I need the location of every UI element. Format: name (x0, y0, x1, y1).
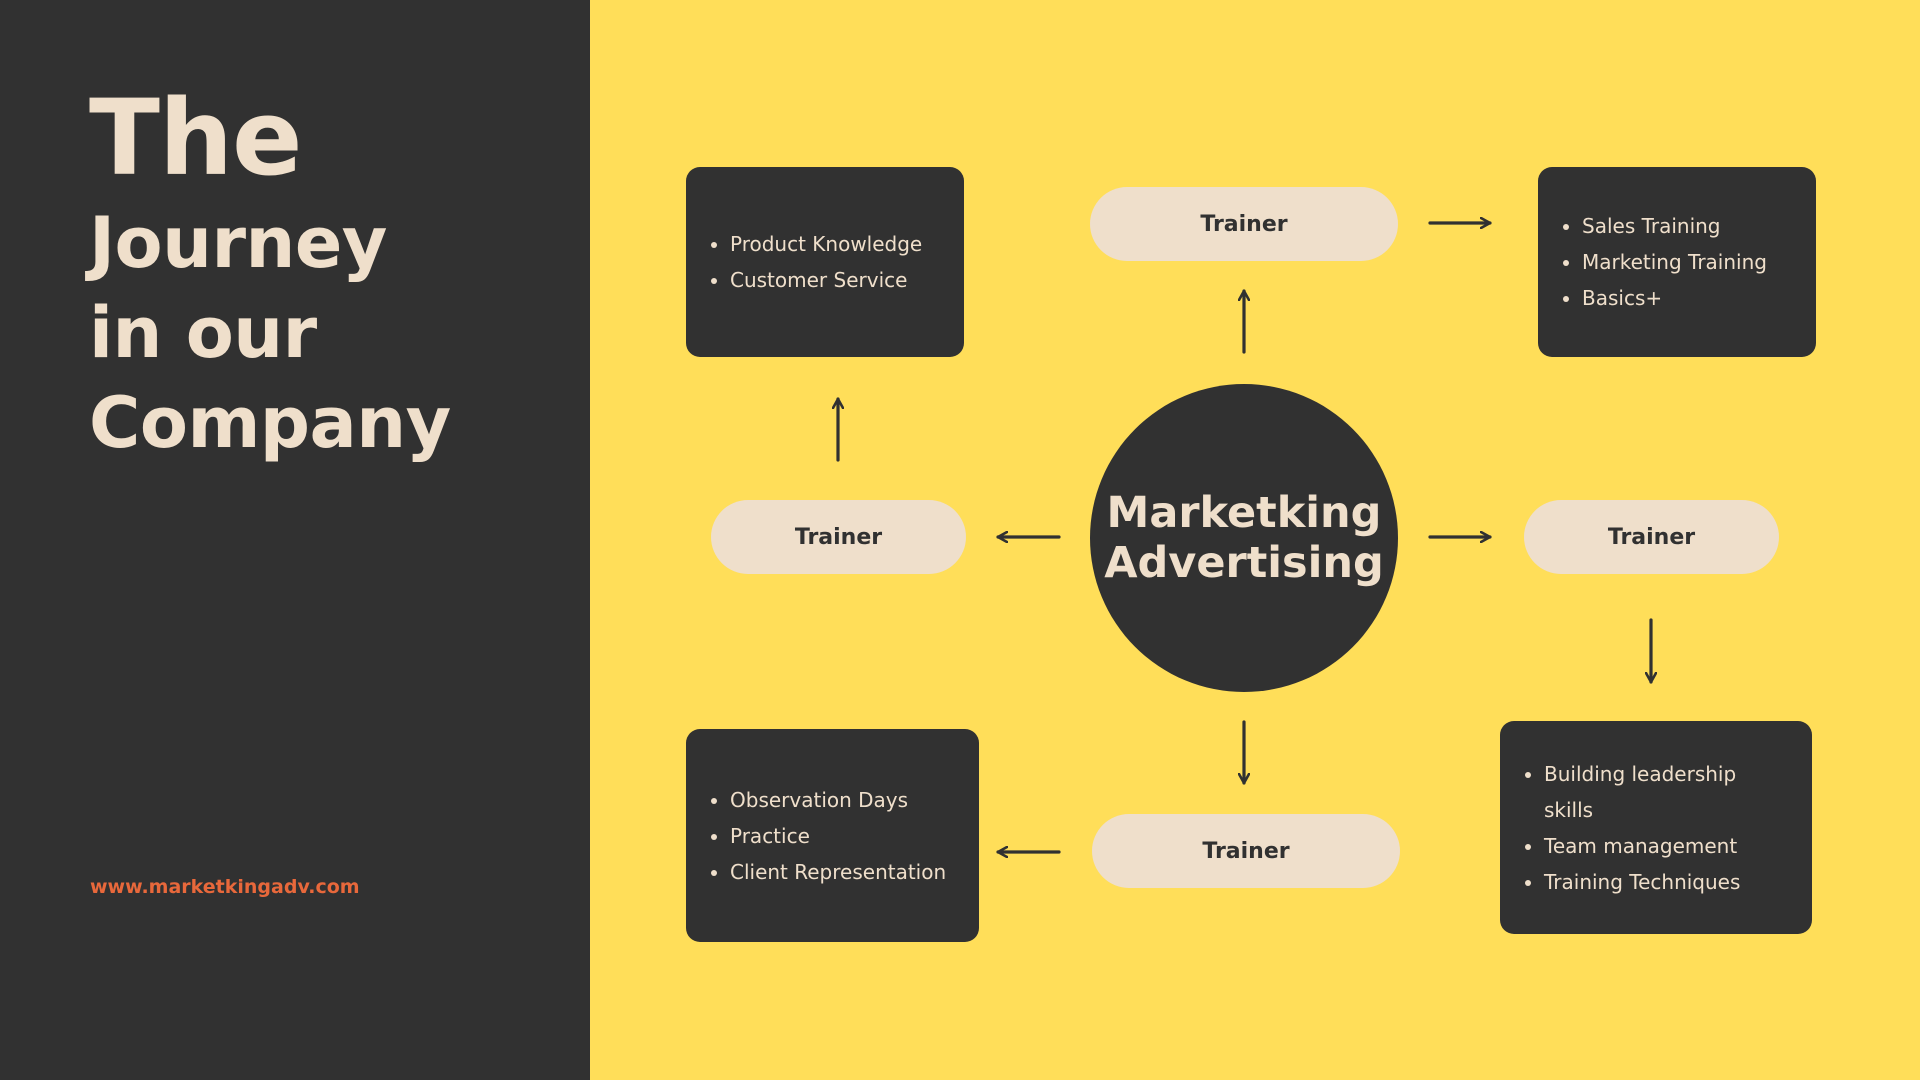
list-item: Basics+ (1582, 280, 1767, 316)
trainer-pill-top: Trainer (1090, 187, 1398, 261)
trainer-pill-bottom: Trainer (1092, 814, 1400, 888)
list-item: Marketing Training (1582, 244, 1767, 280)
list-item: Customer Service (730, 262, 930, 298)
list-item: Observation Days (730, 782, 950, 818)
page-title: The Journey in our Company (89, 78, 451, 468)
box-top-left: Product Knowledge Customer Service (686, 167, 964, 357)
list-item: Training Techniques (1544, 864, 1774, 900)
box-bottom-right-list: Building leadership skills Team manageme… (1500, 756, 1774, 900)
title-line-4: Company (89, 382, 451, 464)
list-item: Team management (1544, 828, 1774, 864)
list-item: Building leadership skills (1544, 756, 1774, 828)
box-bottom-left-list: Observation Days Practice Client Represe… (686, 782, 950, 890)
center-line-2: Advertising (1104, 538, 1384, 588)
center-node: Marketking Advertising (1090, 384, 1398, 692)
website-link[interactable]: www.marketkingadv.com (90, 876, 360, 898)
box-top-right: Sales Training Marketing Training Basics… (1538, 167, 1816, 357)
box-bottom-left: Observation Days Practice Client Represe… (686, 729, 979, 942)
box-bottom-right: Building leadership skills Team manageme… (1500, 721, 1812, 934)
title-line-3: in our (89, 292, 317, 374)
title-line-1: The (89, 77, 303, 199)
title-line-2: Journey (89, 202, 387, 284)
list-item: Sales Training (1582, 208, 1767, 244)
list-item: Practice (730, 818, 950, 854)
list-item: Product Knowledge (730, 226, 930, 262)
list-item: Client Representation (730, 854, 950, 890)
box-top-left-list: Product Knowledge Customer Service (686, 226, 930, 298)
center-line-1: Marketking (1106, 488, 1382, 538)
box-top-right-list: Sales Training Marketing Training Basics… (1538, 208, 1767, 316)
trainer-pill-left: Trainer (711, 500, 966, 574)
trainer-pill-right: Trainer (1524, 500, 1779, 574)
left-panel (0, 0, 590, 1080)
